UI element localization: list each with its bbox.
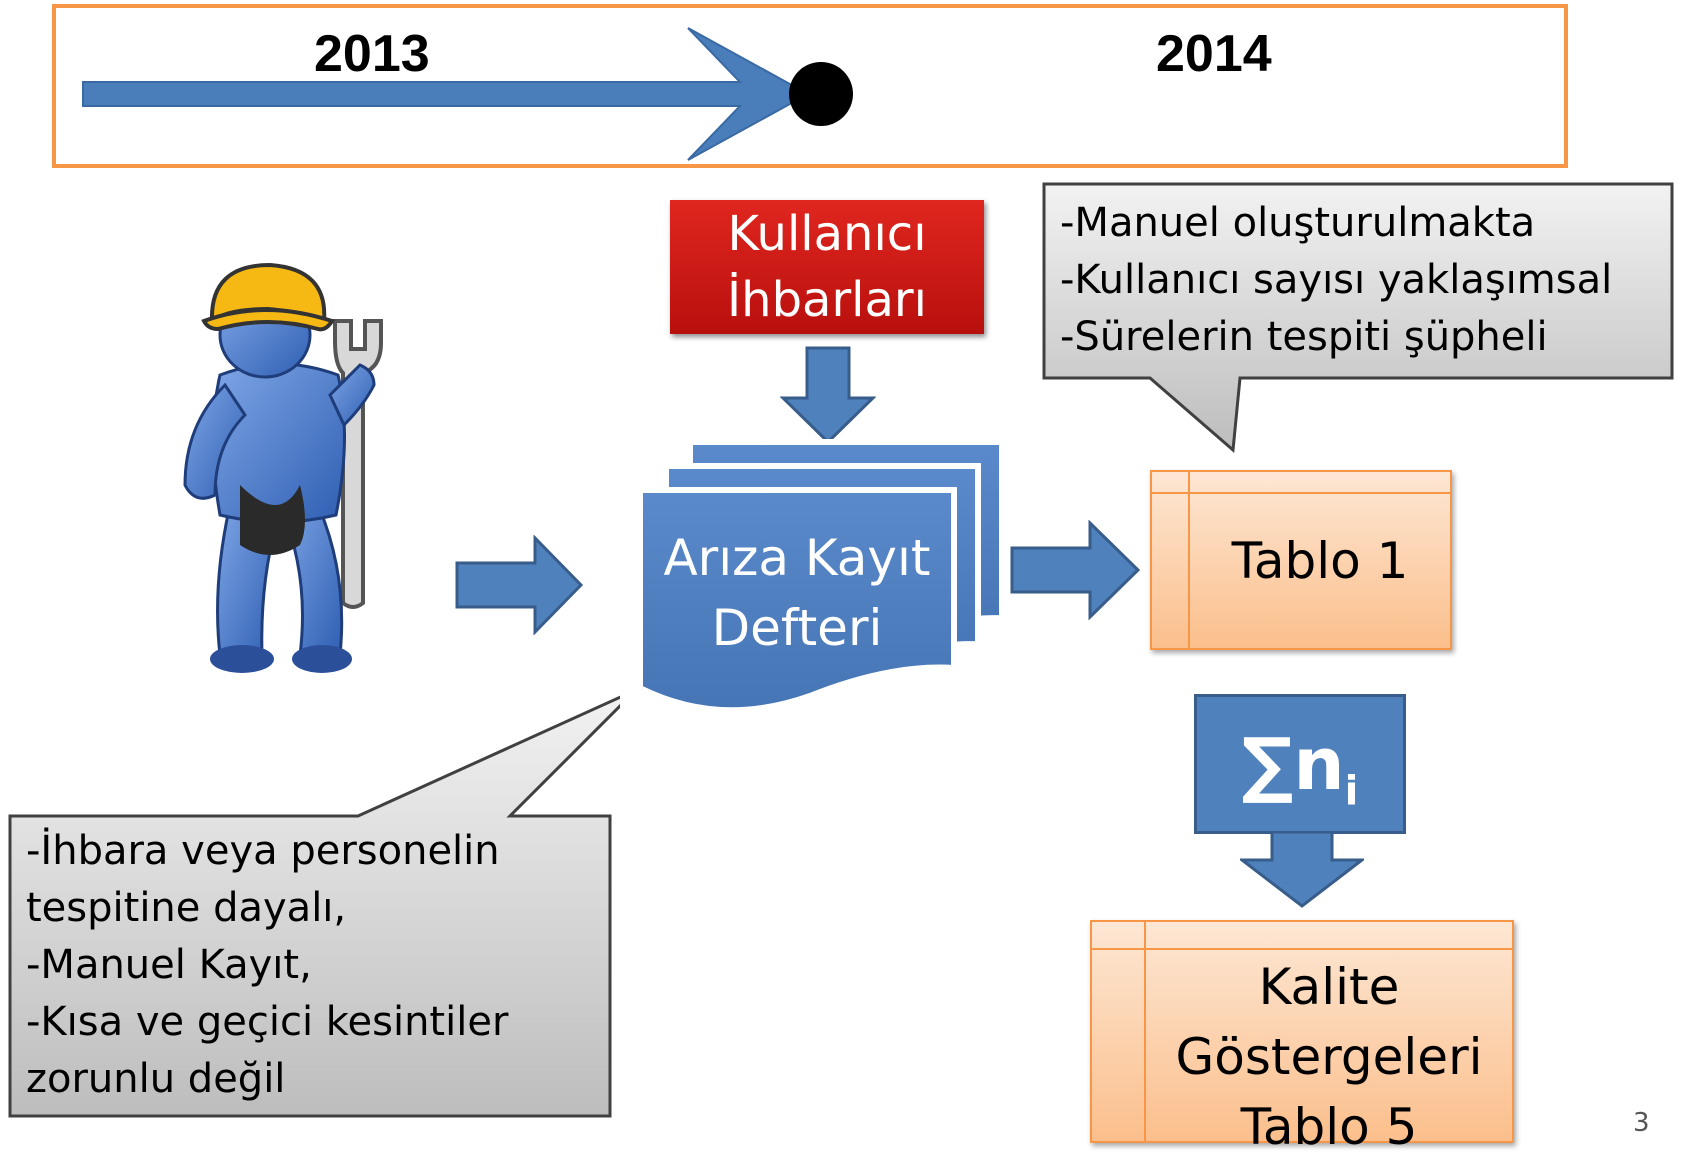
bottom-callout-line3: -Manuel Kayıt, [26, 942, 312, 988]
year-2014-label: 2014 [1156, 25, 1272, 83]
timeline-marker [789, 62, 853, 126]
worker-with-wrench-icon [183, 262, 383, 673]
table5-line3: Tablo 5 [1240, 1098, 1418, 1156]
arrow-to-table5 [1240, 832, 1364, 908]
table5-line2: Göstergeleri [1175, 1028, 1483, 1086]
timeline-arrow [82, 27, 853, 161]
top-callout-line1: -Manuel oluşturulmakta [1060, 200, 1536, 246]
sum-box: ∑ni [1194, 694, 1406, 834]
table5-title: Kalite Göstergeleri Tablo 5 [1146, 952, 1512, 1162]
fault-log-document [637, 439, 1005, 714]
top-callout-line3: -Sürelerin tespiti şüpheli [1060, 314, 1548, 360]
top-callout-text: -Manuel oluşturulmakta -Kullanıcı sayısı… [1060, 195, 1612, 366]
table1-box: Tablo 1 [1150, 470, 1452, 650]
page-number: 3 [1633, 1108, 1650, 1138]
fault-log-line2: Defteri [711, 599, 883, 657]
sum-subscript: i [1344, 768, 1359, 815]
year-2013-label: 2013 [314, 25, 430, 83]
table1-label: Tablo 1 [1231, 532, 1409, 590]
top-callout-shape [1042, 182, 1674, 454]
bottom-callout-line4: -Kısa ve geçici kesintiler [26, 999, 509, 1045]
fault-log-title: Arıza Kayıt Defteri [640, 523, 954, 663]
user-reports-line2: İhbarları [726, 272, 927, 328]
user-reports-box: Kullanıcı İhbarları [670, 200, 984, 334]
arrow-to-document [455, 535, 584, 635]
sum-symbol: ∑n [1241, 722, 1345, 806]
bottom-callout-text: -İhbara veya personelin tespitine dayalı… [26, 823, 508, 1108]
bottom-callout-shape [8, 695, 620, 1118]
table5-box: Kalite Göstergeleri Tablo 5 [1090, 920, 1514, 1156]
bottom-callout-line1: -İhbara veya personelin [26, 828, 500, 874]
bottom-callout-line2: tespitine dayalı, [26, 885, 347, 931]
top-callout-line2: -Kullanıcı sayısı yaklaşımsal [1060, 257, 1613, 303]
arrow-down-to-document [780, 346, 876, 445]
user-reports-line1: Kullanıcı [727, 206, 927, 262]
arrow-to-table1 [1010, 520, 1141, 620]
fault-log-line1: Arıza Kayıt [663, 529, 931, 587]
bottom-callout-line5: zorunlu değil [26, 1056, 286, 1102]
table5-line1: Kalite [1258, 958, 1400, 1016]
